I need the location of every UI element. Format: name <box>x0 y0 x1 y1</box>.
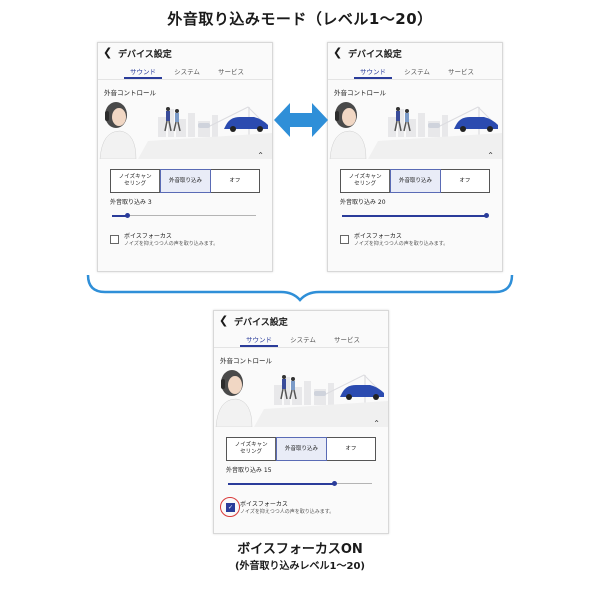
top-bar: ❮ デバイス設定 <box>214 311 388 331</box>
tab-2[interactable]: サービス <box>218 68 244 76</box>
tab-0[interactable]: サウンド <box>246 336 272 344</box>
main-title: 外音取り込みモード（レベル1～20） <box>167 10 433 28</box>
voice-focus-label: ボイスフォーカス <box>240 501 288 508</box>
chevron-left-icon[interactable]: ❮ <box>219 314 229 327</box>
section-label: 外音コントロール <box>220 357 272 365</box>
level-label: 外音取り込み 3 <box>110 199 152 206</box>
tab-bar: サウンド システム サービス <box>328 65 502 80</box>
double-arrow-icon <box>274 103 328 137</box>
active-tab-indicator <box>124 77 162 79</box>
segment-2[interactable]: オフ <box>459 177 471 184</box>
segment-1[interactable]: 外音取り込み <box>160 169 211 193</box>
active-tab-indicator <box>354 77 392 79</box>
chevron-up-icon[interactable]: ⌃ <box>487 151 494 160</box>
section-label: 外音コントロール <box>334 89 386 97</box>
illustration-image <box>214 365 388 428</box>
slider-knob[interactable] <box>124 212 130 218</box>
illustration-image <box>98 97 272 160</box>
ambient-mode-selector: ノイズキャン セリング外音取り込み オフ <box>340 169 490 193</box>
chevron-up-icon[interactable]: ⌃ <box>257 151 264 160</box>
slider-fill <box>342 214 486 217</box>
active-tab-indicator <box>240 345 278 347</box>
tab-1[interactable]: システム <box>174 68 200 76</box>
level-slider[interactable] <box>112 212 256 218</box>
voice-focus-checkbox[interactable] <box>340 235 349 244</box>
chevron-left-icon[interactable]: ❮ <box>103 46 113 59</box>
level-slider[interactable] <box>228 480 372 486</box>
segment-0[interactable]: ノイズキャン セリング <box>227 438 277 460</box>
caption: ボイスフォーカスON <box>237 542 363 557</box>
ambient-mode-selector: ノイズキャン セリング外音取り込み オフ <box>110 169 260 193</box>
slider-knob[interactable] <box>483 212 489 218</box>
section-label: 外音コントロール <box>104 89 156 97</box>
slider-fill <box>112 214 128 217</box>
top-bar: ❮ デバイス設定 <box>328 43 502 63</box>
tab-0[interactable]: サウンド <box>360 68 386 76</box>
level-label: 外音取り込み 20 <box>340 199 386 206</box>
segment-1[interactable]: 外音取り込み <box>390 169 441 193</box>
chevron-left-icon[interactable]: ❮ <box>333 46 343 59</box>
segment-0[interactable]: ノイズキャン セリング <box>111 170 161 192</box>
level-label: 外音取り込み 15 <box>226 467 272 474</box>
voice-focus-checkbox[interactable] <box>110 235 119 244</box>
tab-2[interactable]: サービス <box>448 68 474 76</box>
voice-focus-description: ノイズを抑えつつ人の声を取り込みます。 <box>240 509 335 515</box>
tab-1[interactable]: システム <box>404 68 430 76</box>
highlight-circle <box>220 497 240 517</box>
slider-fill <box>228 482 335 485</box>
segment-1[interactable]: 外音取り込み <box>276 437 327 461</box>
tab-bar: サウンド システム サービス <box>214 333 388 348</box>
segment-2[interactable]: オフ <box>229 177 241 184</box>
slider-knob[interactable] <box>331 480 337 486</box>
caption-sub: (外音取り込みレベル1～20) <box>234 561 365 572</box>
voice-focus-label: ボイスフォーカス <box>354 233 402 240</box>
tab-0[interactable]: サウンド <box>130 68 156 76</box>
page-title: デバイス設定 <box>118 50 172 60</box>
chevron-up-icon[interactable]: ⌃ <box>373 419 380 428</box>
voice-focus-label: ボイスフォーカス <box>124 233 172 240</box>
tab-1[interactable]: システム <box>290 336 316 344</box>
voice-focus-description: ノイズを抑えつつ人の声を取り込みます。 <box>124 241 219 247</box>
page-title: デバイス設定 <box>234 318 288 328</box>
level-slider[interactable] <box>342 212 489 218</box>
ambient-mode-selector: ノイズキャン セリング外音取り込み オフ <box>226 437 376 461</box>
phone-screen-level-3: ❮ デバイス設定 サウンドシステムサービス 外音コントロール ⌃ ノイズキャン <box>97 42 273 272</box>
grouping-brace <box>86 274 514 302</box>
tab-2[interactable]: サービス <box>334 336 360 344</box>
phone-screen-level-20: ❮ デバイス設定 サウンドシステムサービス 外音コントロール ⌃ ノイズキャン <box>327 42 503 272</box>
illustration-image <box>328 97 502 160</box>
page-title: デバイス設定 <box>348 50 402 60</box>
segment-2[interactable]: オフ <box>345 445 357 452</box>
top-bar: ❮ デバイス設定 <box>98 43 272 63</box>
segment-0[interactable]: ノイズキャン セリング <box>341 170 391 192</box>
voice-focus-description: ノイズを抑えつつ人の声を取り込みます。 <box>354 241 449 247</box>
tab-bar: サウンド システム サービス <box>98 65 272 80</box>
phone-screen-voice-focus: ❮ デバイス設定 サウンドシステムサービス 外音コントロール ⌃ ノイズキャン <box>213 310 389 534</box>
